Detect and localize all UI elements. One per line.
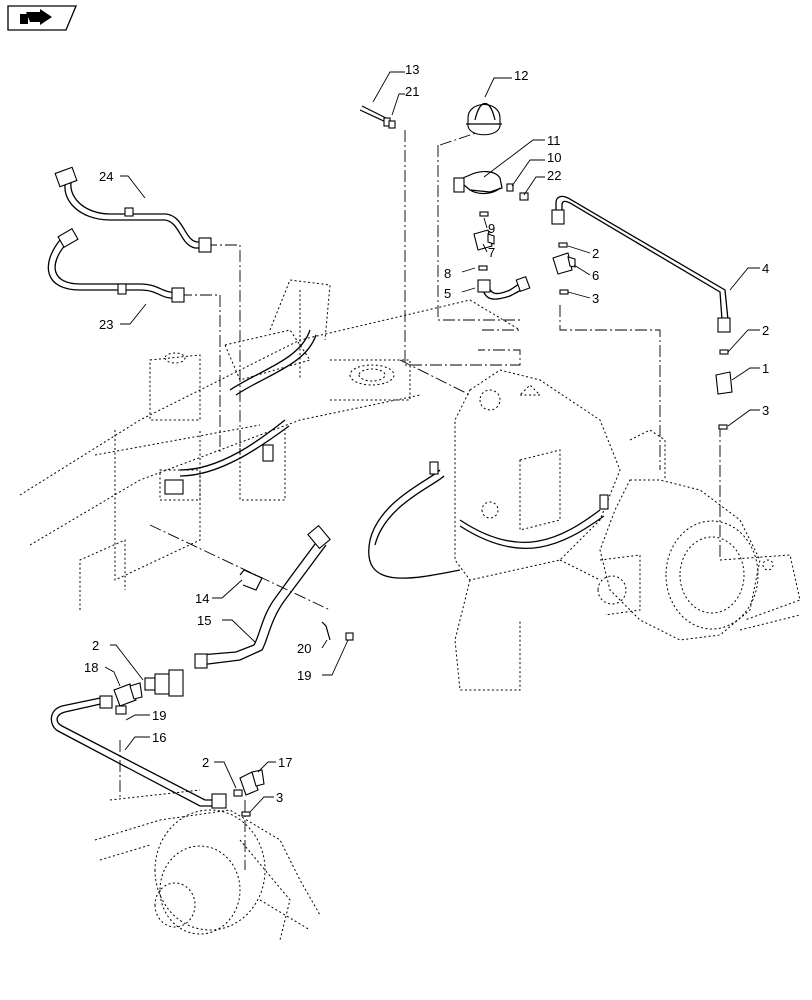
callout-5: 5 <box>444 286 451 301</box>
callout-19-b: 19 <box>152 708 166 723</box>
adapter-2-lower-left <box>144 669 184 697</box>
callout-10: 10 <box>547 150 561 165</box>
callout-2-d: 2 <box>202 755 209 770</box>
tube-5 <box>477 275 531 300</box>
frame-hoses <box>164 329 609 579</box>
callout-17: 17 <box>278 755 292 770</box>
nut-22 <box>519 192 529 201</box>
callout-leaders <box>104 71 760 813</box>
bolt-19-upper <box>345 632 354 641</box>
screw-13 <box>359 105 391 127</box>
o-ring-3-upper <box>559 289 569 295</box>
callout-16: 16 <box>152 730 166 745</box>
tube-23 <box>47 228 185 303</box>
tube-4 <box>551 195 731 333</box>
front-axle-phantom <box>94 789 321 941</box>
fitting-1 <box>715 371 733 395</box>
rear-axle-phantom <box>454 369 801 691</box>
o-ring-3-right <box>718 424 728 430</box>
callout-15: 15 <box>197 613 211 628</box>
accumulator-12 <box>466 102 502 136</box>
clip-20 <box>321 621 331 641</box>
callout-2-c: 2 <box>92 638 99 653</box>
o-ring-8 <box>478 265 488 271</box>
callout-18: 18 <box>84 660 98 675</box>
clip-14 <box>239 569 263 591</box>
callout-6: 6 <box>592 268 599 283</box>
callout-4: 4 <box>762 261 769 276</box>
callout-2-a: 2 <box>592 246 599 261</box>
callout-21: 21 <box>405 84 419 99</box>
tube-16 <box>50 695 227 809</box>
callout-24: 24 <box>99 169 113 184</box>
elbow-fitting-17 <box>239 769 265 796</box>
o-ring-2-lower <box>233 789 243 797</box>
callout-7: 7 <box>488 245 495 260</box>
callout-22: 22 <box>547 168 561 183</box>
callout-1: 1 <box>762 361 769 376</box>
o-ring-9 <box>479 211 489 217</box>
o-ring-3-lower <box>241 811 251 817</box>
callout-labels: 13 21 12 11 10 22 9 7 8 5 2 6 3 4 2 1 3 … <box>84 62 769 805</box>
next-page-arrow-icon[interactable] <box>7 5 77 31</box>
washer-21 <box>388 120 396 129</box>
callout-23: 23 <box>99 317 113 332</box>
o-ring-2-upper <box>558 242 568 248</box>
callout-3-c: 3 <box>276 790 283 805</box>
callout-19-a: 19 <box>297 668 311 683</box>
callout-3-b: 3 <box>762 403 769 418</box>
callout-9: 9 <box>488 221 495 236</box>
callout-20: 20 <box>297 641 311 656</box>
callout-3-a: 3 <box>592 291 599 306</box>
fitting-7 <box>473 229 495 251</box>
o-ring-2-right <box>719 349 729 355</box>
callout-13: 13 <box>405 62 419 77</box>
tube-24 <box>54 166 212 253</box>
callout-8: 8 <box>444 266 451 281</box>
washer-10 <box>506 183 514 192</box>
callout-14: 14 <box>195 591 209 606</box>
elbow-fitting-18 <box>113 682 143 715</box>
callout-11: 11 <box>547 133 561 148</box>
tee-fitting-6 <box>552 252 576 275</box>
assembly-center-lines <box>119 124 721 870</box>
hose-15 <box>194 524 331 669</box>
callout-2-b: 2 <box>762 323 769 338</box>
callout-12: 12 <box>514 68 528 83</box>
clamp-11 <box>453 171 503 195</box>
